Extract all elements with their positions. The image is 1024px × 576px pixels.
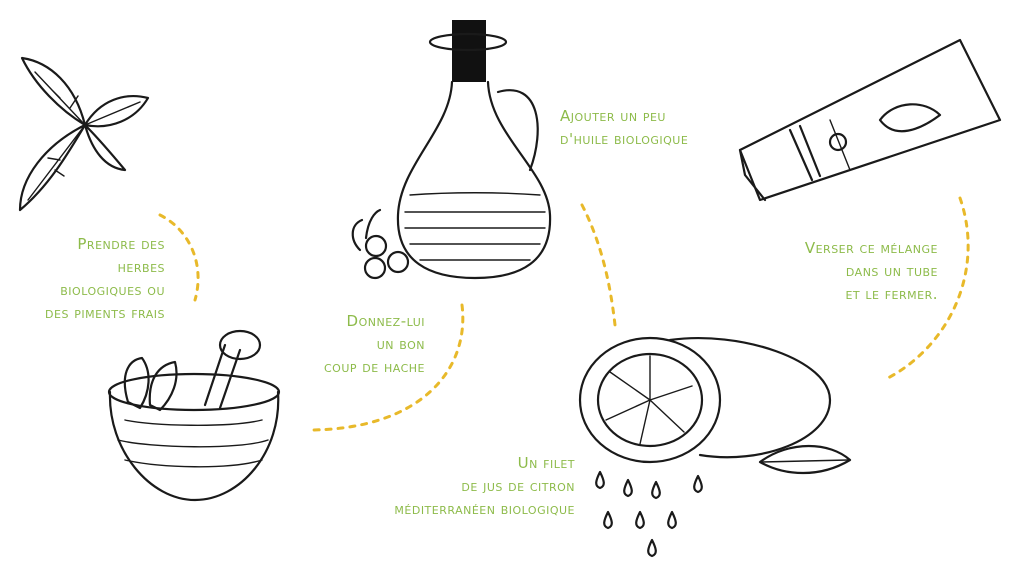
step-lemon-line: méditerranéen biologique — [394, 500, 575, 518]
step-herbs-line: des piments frais — [45, 304, 165, 322]
step-chop-text: Donnez-lui un bon coup de hache — [285, 310, 425, 379]
step-tube-line: Verser ce mélange — [804, 239, 938, 257]
step-tube-line: et le fermer. — [845, 285, 938, 303]
step-chop-line: Donnez-lui — [346, 312, 425, 330]
step-oil-text: Ajouter un peu d'huile biologique — [560, 105, 688, 151]
oil-bottle-icon — [351, 20, 552, 280]
step-chop-line: un bon — [376, 335, 425, 353]
step-herbs-line: Prendre des — [77, 235, 165, 253]
connector-oil — [580, 203, 617, 327]
connector-tube — [886, 196, 970, 380]
step-herbs-line: biologiques ou — [60, 281, 165, 299]
herb-leaves-icon — [18, 56, 150, 212]
step-herbs-text: Prendre des herbes biologiques ou des pi… — [20, 233, 165, 325]
connector-herbs — [158, 213, 200, 302]
step-tube-text: Verser ce mélange dans un tube et le fer… — [780, 237, 938, 306]
step-oil-line: Ajouter un peu — [560, 107, 666, 125]
step-tube-line: dans un tube — [845, 262, 938, 280]
step-lemon-text: Un filet de jus de citron méditerranéen … — [380, 452, 575, 521]
step-lemon-line: de jus de citron — [461, 477, 575, 495]
step-herbs-line: herbes — [117, 258, 165, 276]
step-oil-line: d'huile biologique — [560, 130, 689, 148]
mortar-pestle-icon — [107, 329, 281, 502]
connector-chop — [306, 303, 465, 432]
tube-icon — [738, 38, 1002, 202]
step-chop-line: coup de hache — [324, 358, 425, 376]
lemon-icon — [578, 336, 852, 558]
step-lemon-line: Un filet — [517, 454, 575, 472]
